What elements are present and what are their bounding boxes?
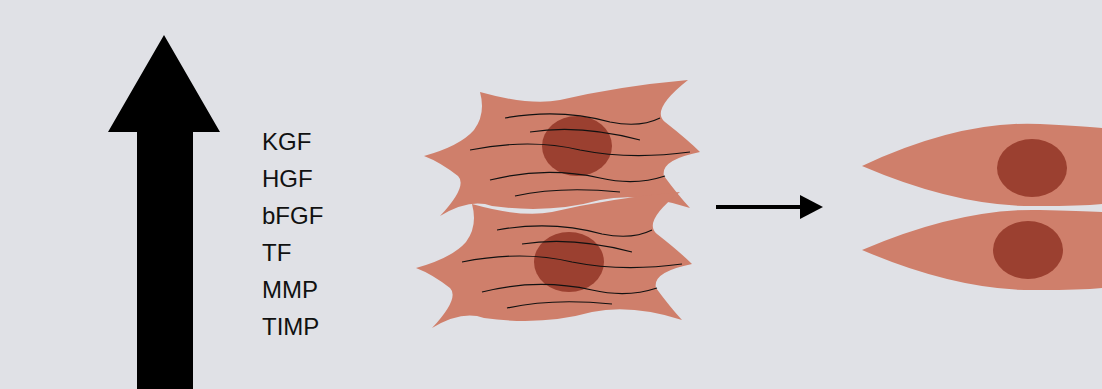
factor-label: TIMP — [262, 308, 323, 345]
factor-label: bFGF — [262, 197, 323, 234]
factor-label: KGF — [262, 123, 323, 160]
transition-arrow — [716, 195, 823, 219]
spindle-myofibroblast — [862, 124, 1102, 290]
stellate-fibroblast — [416, 192, 692, 328]
factor-label: HGF — [262, 160, 323, 197]
increase-arrow — [108, 35, 220, 389]
factor-label: TF — [262, 234, 323, 271]
factor-label: MMP — [262, 271, 323, 308]
